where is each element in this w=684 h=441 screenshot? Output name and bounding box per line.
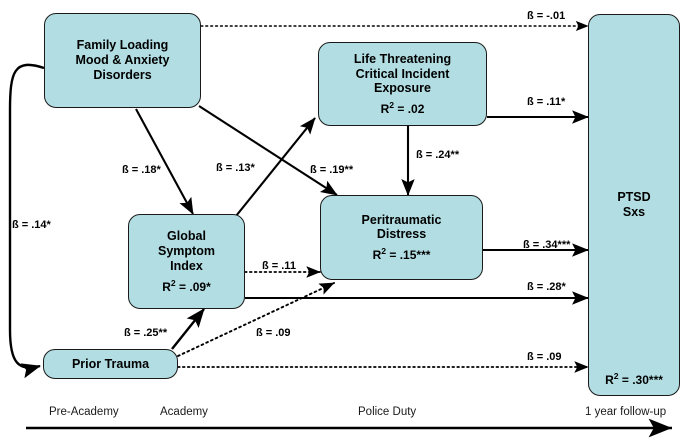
path-label-global-to-peritraumatic: ß = .11 bbox=[262, 260, 296, 272]
node-prior-trauma[interactable]: Prior Trauma bbox=[43, 349, 178, 379]
edge-family-prior-correlation bbox=[8, 63, 64, 379]
path-label-family-prior-correlation: ß = .14* bbox=[12, 219, 51, 231]
path-label-global-to-life: ß = .13* bbox=[216, 162, 255, 174]
path-label-life-to-ptsd: ß = .11* bbox=[527, 96, 566, 108]
node-family-loading-label: Family Loading Mood & Anxiety Disorders bbox=[75, 38, 170, 82]
path-label-family-to-peritraumatic: ß = .19** bbox=[310, 164, 354, 176]
node-life-threatening[interactable]: Life Threatening Critical Incident Expos… bbox=[318, 42, 487, 126]
node-peritraumatic-distress-r2: R2 = .15*** bbox=[372, 246, 431, 263]
node-prior-trauma-label: Prior Trauma bbox=[71, 356, 150, 371]
node-life-threatening-r2: R2 = .02 bbox=[380, 100, 425, 117]
node-family-loading[interactable]: Family Loading Mood & Anxiety Disorders bbox=[44, 13, 201, 108]
node-global-symptom-index-r2: R2 = .09* bbox=[162, 277, 211, 294]
path-label-peritraumatic-to-ptsd: ß = .34*** bbox=[523, 239, 571, 251]
node-ptsd-sxs-r2: R2 = .30*** bbox=[605, 370, 663, 387]
path-label-life-to-peritraumatic: ß = .24** bbox=[416, 149, 460, 161]
timeline-stage-pre-academy: Pre-Academy bbox=[49, 406, 119, 418]
node-life-threatening-label: Life Threatening Critical Incident Expos… bbox=[353, 51, 452, 96]
timeline-stage-police-duty: Police Duty bbox=[358, 406, 417, 418]
path-label-global-to-ptsd: ß = .28* bbox=[527, 281, 566, 293]
timeline-stage-one-year-follow-up: 1 year follow-up bbox=[585, 406, 667, 418]
node-global-symptom-index[interactable]: Global Symptom Index R2 = .09* bbox=[128, 214, 245, 309]
path-label-prior-to-ptsd: ß = .09 bbox=[527, 351, 562, 363]
node-ptsd-sxs[interactable]: PTSD Sxs R2 = .30*** bbox=[588, 14, 680, 396]
path-label-prior-to-global: ß = .25** bbox=[124, 327, 168, 339]
node-global-symptom-index-label: Global Symptom Index bbox=[158, 229, 215, 273]
path-label-prior-to-peritraumatic: ß = .09 bbox=[256, 327, 291, 339]
edge-prior-to-peritraumatic bbox=[177, 282, 335, 357]
path-label-family-to-global: ß = .18* bbox=[122, 164, 161, 176]
edge-family-to-peritraumatic bbox=[198, 105, 338, 196]
node-ptsd-sxs-label: PTSD Sxs bbox=[617, 190, 651, 219]
node-peritraumatic-distress[interactable]: Peritraumatic Distress R2 = .15*** bbox=[320, 195, 483, 280]
node-peritraumatic-distress-label: Peritraumatic Distress bbox=[361, 212, 442, 242]
edge-family-to-global bbox=[135, 108, 194, 215]
timeline-stage-academy: Academy bbox=[160, 406, 208, 418]
path-label-family-to-ptsd: ß = -.01 bbox=[527, 10, 566, 22]
edge-global-to-life bbox=[235, 117, 316, 217]
edge-prior-to-global bbox=[171, 308, 205, 350]
